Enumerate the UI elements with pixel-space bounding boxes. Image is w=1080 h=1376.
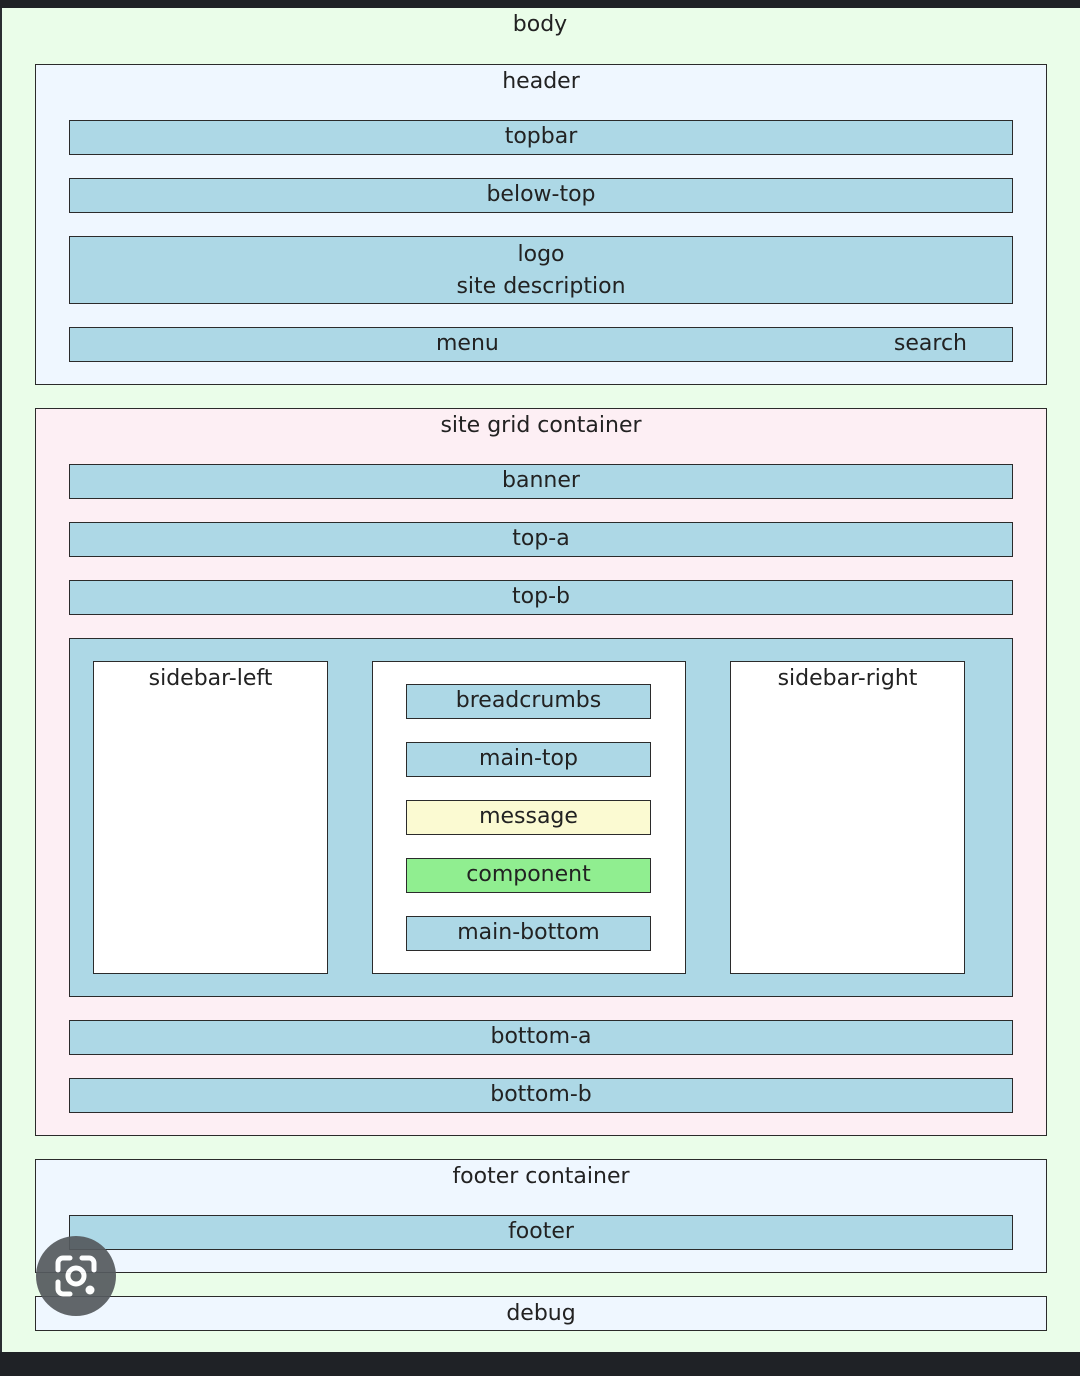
top-a-block: top-a	[69, 522, 1013, 557]
main-bottom-block: main-bottom	[406, 916, 651, 951]
sidebar-right-block: sidebar-right	[730, 661, 965, 974]
google-lens-icon	[55, 1255, 97, 1297]
topbar-block: topbar	[69, 120, 1013, 155]
footer-block: footer	[69, 1215, 1013, 1250]
component-block: component	[406, 858, 651, 893]
footer-container-label: footer container	[452, 1164, 630, 1189]
banner-block: banner	[69, 464, 1013, 499]
search-label: search	[893, 331, 967, 356]
menu-search-block: menu search	[69, 327, 1013, 362]
logo-label: logo	[517, 242, 565, 267]
menu-label: menu	[436, 331, 499, 356]
below-top-block: below-top	[69, 178, 1013, 213]
debug-block: debug	[35, 1296, 1047, 1331]
site-grid-label: site grid container	[440, 413, 642, 438]
sidebar-left-block: sidebar-left	[93, 661, 328, 974]
body-label: body	[512, 12, 568, 37]
google-lens-button[interactable]	[36, 1236, 116, 1316]
bottom-b-block: bottom-b	[69, 1078, 1013, 1113]
message-block: message	[406, 800, 651, 835]
sidebar-left-label: sidebar-left	[148, 666, 273, 691]
main-top-block: main-top	[406, 742, 651, 777]
bottom-a-block: bottom-a	[69, 1020, 1013, 1055]
top-b-block: top-b	[69, 580, 1013, 615]
header-label: header	[502, 69, 580, 94]
breadcrumbs-block: breadcrumbs	[406, 684, 651, 719]
sidebar-right-label: sidebar-right	[777, 666, 918, 691]
site-description-label: site description	[456, 274, 626, 299]
logo-block: logo site description	[69, 236, 1013, 304]
